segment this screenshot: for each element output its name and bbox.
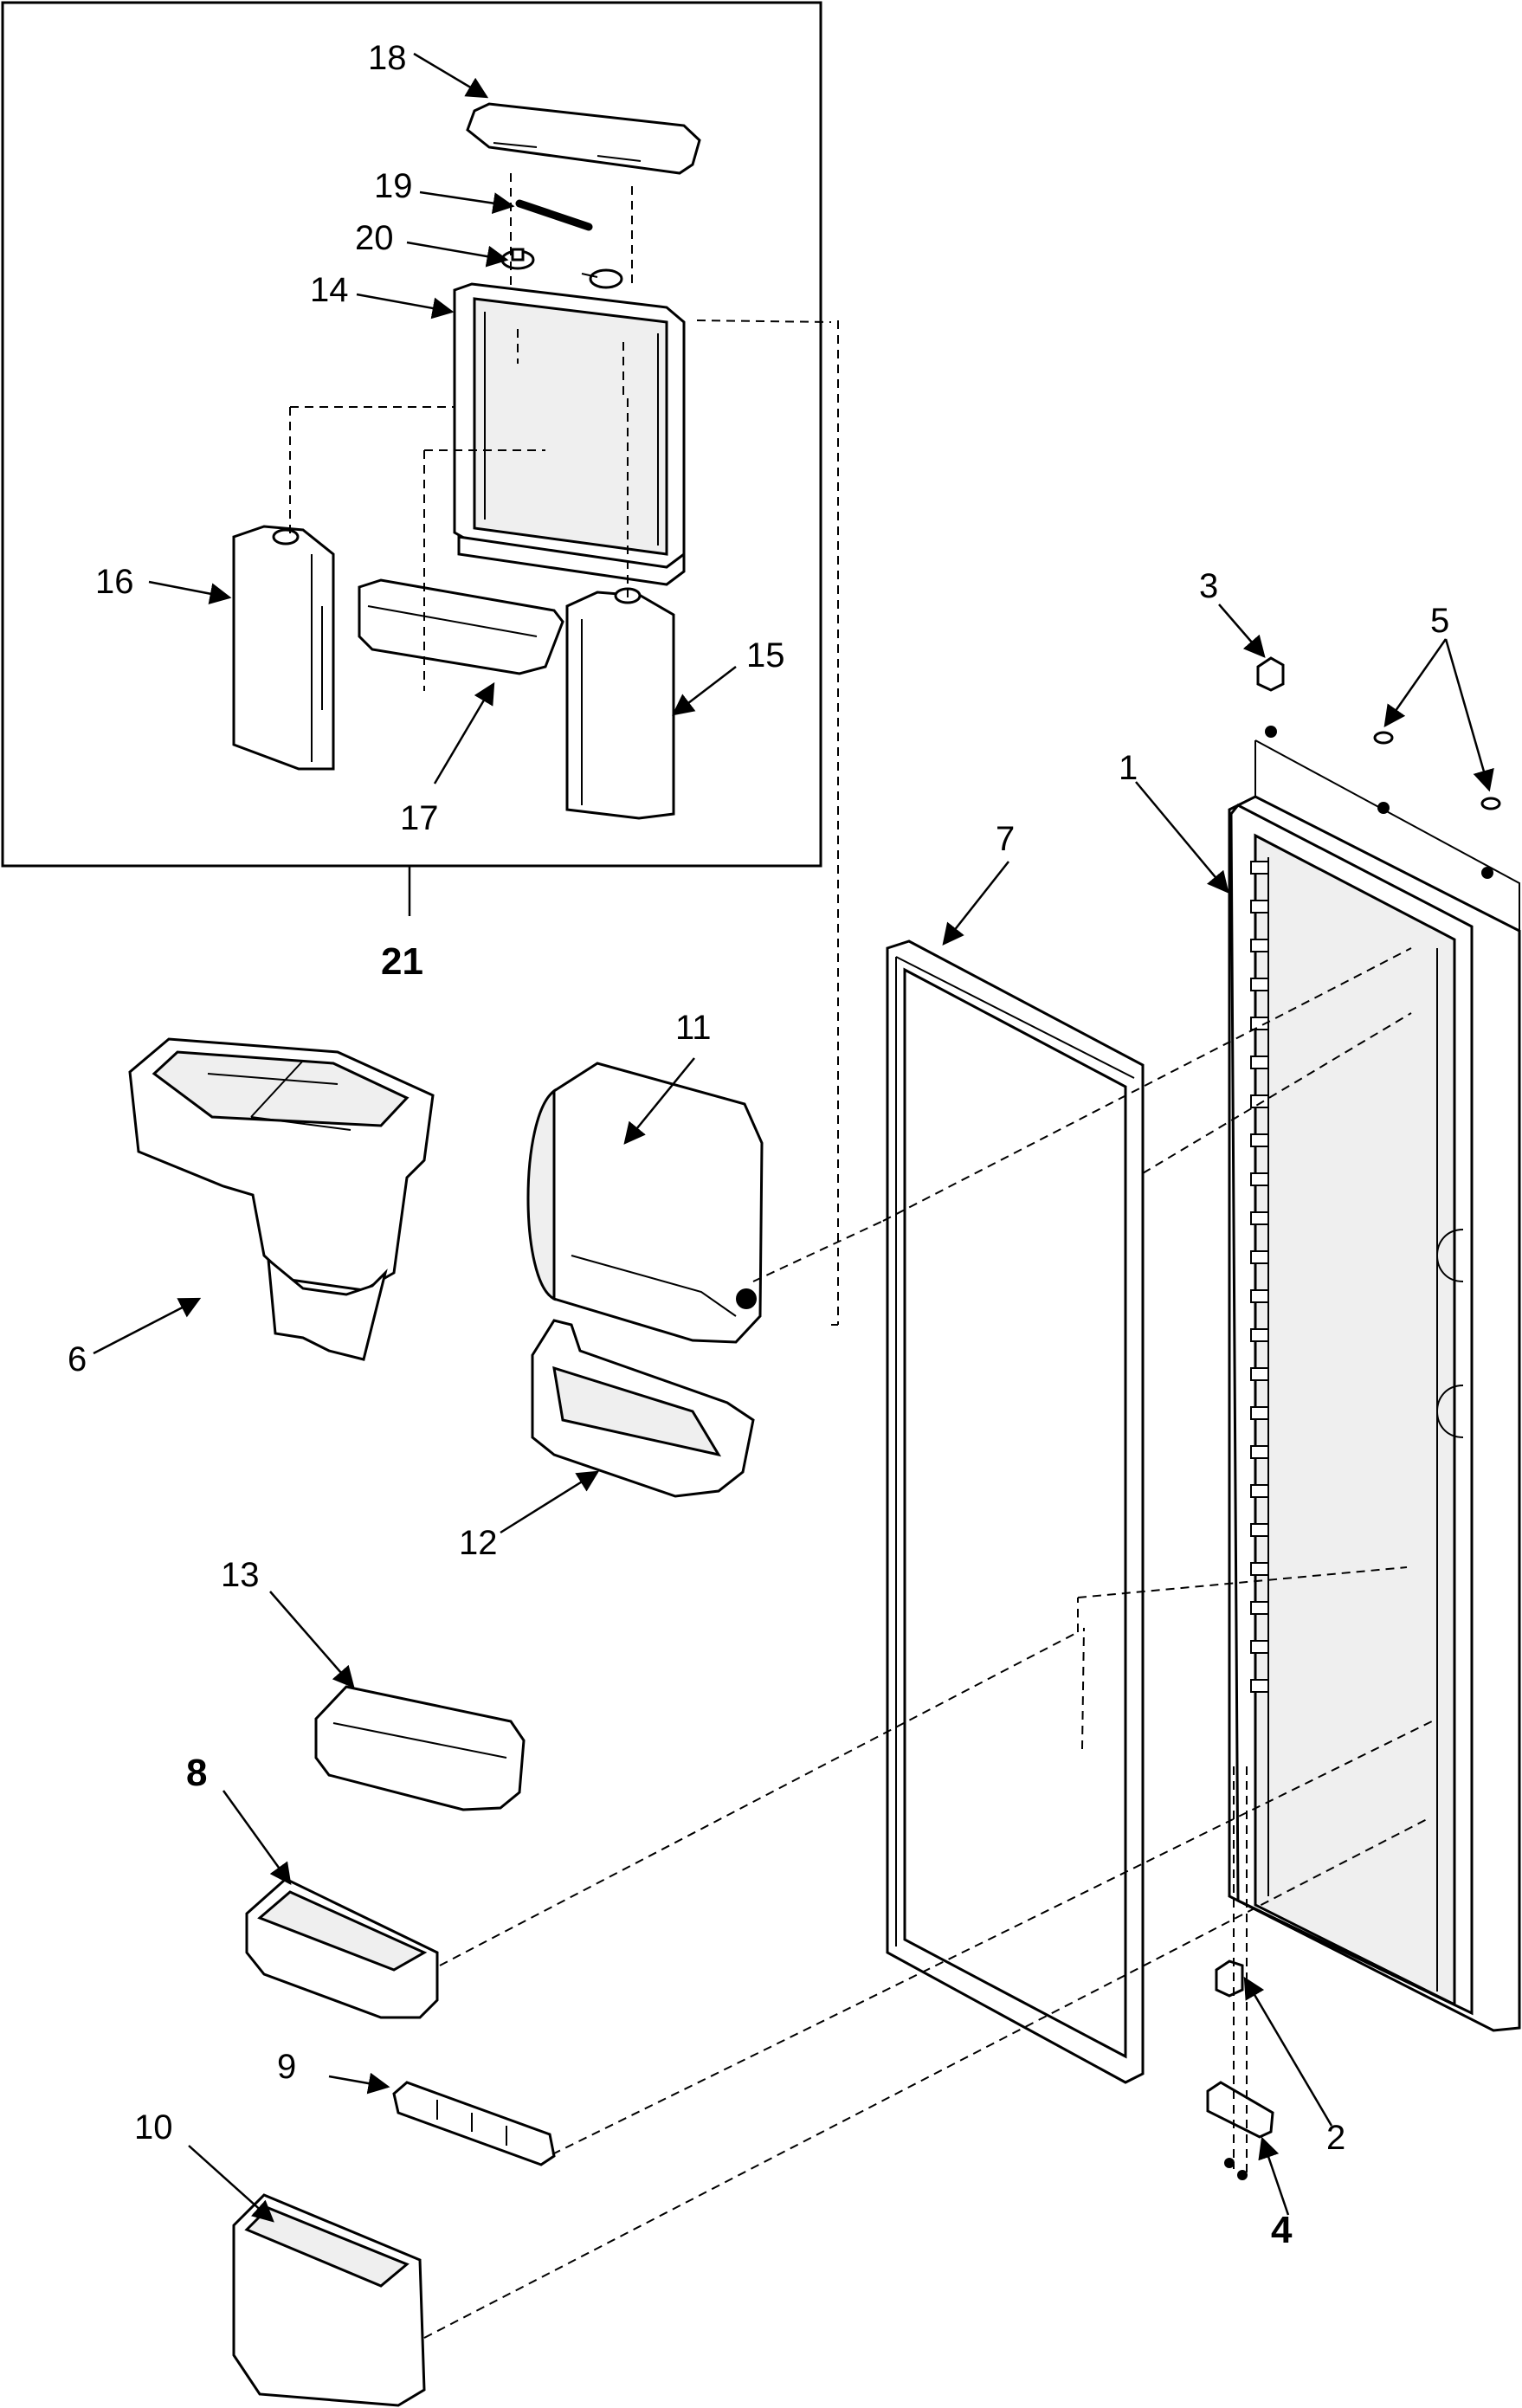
callout-5: 5 [1430,602,1449,640]
callout-6: 6 [68,1340,87,1378]
part-13-shelf [314,1685,526,1811]
part-1-door-liner [1228,726,1521,2032]
callout-4: 4 [1271,2209,1293,2251]
callout-19: 19 [374,167,413,205]
callout-18: 18 [368,39,407,77]
part-5-screws [1373,731,1501,810]
part-14-housing [453,282,686,586]
callout-10: 10 [134,2108,173,2147]
door-shelf-slots [1250,861,1269,1693]
part-7-gasket [886,939,1145,2084]
part-2-hinge-pin [1215,1959,1244,1998]
part-8-bin [245,1877,439,2019]
callout-9: 9 [277,2048,296,2086]
part-20-screws [500,248,623,289]
callout-1: 1 [1119,749,1138,787]
part-6-bin [128,1037,435,1361]
callout-13: 13 [221,1556,260,1594]
part-3-bushing [1256,656,1285,692]
inset-guide-lines [289,173,832,691]
callout-15: 15 [746,636,785,675]
part-10-bin [232,2193,426,2407]
callout-12: 12 [459,1524,498,1562]
part-15-right-cover [565,587,675,820]
callout-7: 7 [996,820,1015,858]
callout-20: 20 [355,219,394,257]
inset-box [1,1,822,868]
callout-8: 8 [186,1752,207,1794]
part-4-hinge-bracket [1206,2081,1274,2180]
callout-3: 3 [1199,567,1218,605]
callout-17: 17 [400,799,439,837]
part-19-spring [515,199,593,231]
part-16-left-cover [232,525,335,771]
part-18-lid [466,102,701,175]
part-17-tray [358,578,564,675]
callout-2: 2 [1326,2119,1345,2157]
part-9-retainer [392,2081,556,2166]
callout-21: 21 [381,940,423,983]
callout-11: 11 [675,1009,712,1047]
part-11-dispenser-housing [526,1062,764,1344]
assembly-guide-lines [423,320,1438,2339]
callout-16: 16 [95,563,134,601]
callout-14: 14 [310,271,349,309]
part-12-bin [531,1319,755,1498]
leader-lines [93,52,1494,2223]
